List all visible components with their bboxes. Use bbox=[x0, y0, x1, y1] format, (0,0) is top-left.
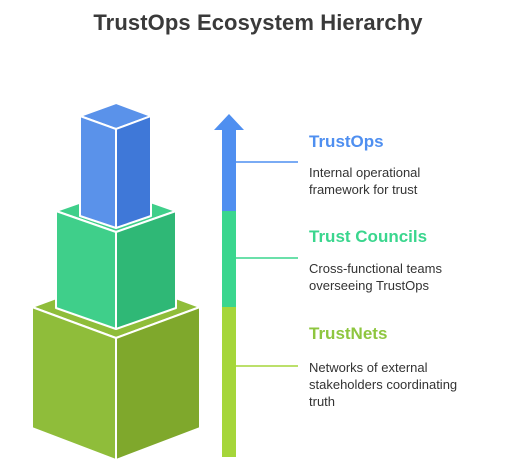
trustops-description: Internal operational framework for trust bbox=[309, 164, 509, 198]
trustnets-description-line: truth bbox=[309, 394, 336, 409]
trustops-block bbox=[79, 102, 152, 229]
trust-councils-description-line: Cross-functional teams bbox=[309, 261, 442, 276]
trustops-description-line: framework for trust bbox=[309, 182, 418, 197]
trustnets-title: TrustNets bbox=[309, 324, 388, 343]
page-title: TrustOps Ecosystem Hierarchy bbox=[93, 10, 423, 35]
hierarchy-arrow bbox=[214, 114, 244, 457]
arrow-head-icon bbox=[214, 114, 244, 130]
trust-councils-title: Trust Councils bbox=[309, 227, 428, 246]
trust-councils-description-line: overseeing TrustOps bbox=[309, 278, 429, 293]
trustops-title: TrustOps bbox=[309, 132, 384, 151]
trustnets-description: Networks of external stakeholders coordi… bbox=[309, 359, 509, 410]
trustnets-description-line: stakeholders coordinating bbox=[309, 377, 458, 392]
trust-councils-description: Cross-functional teams overseeing TrustO… bbox=[309, 260, 509, 294]
trustops-description-line: Internal operational bbox=[309, 165, 421, 180]
trustnets-description-line: Networks of external bbox=[309, 360, 428, 375]
